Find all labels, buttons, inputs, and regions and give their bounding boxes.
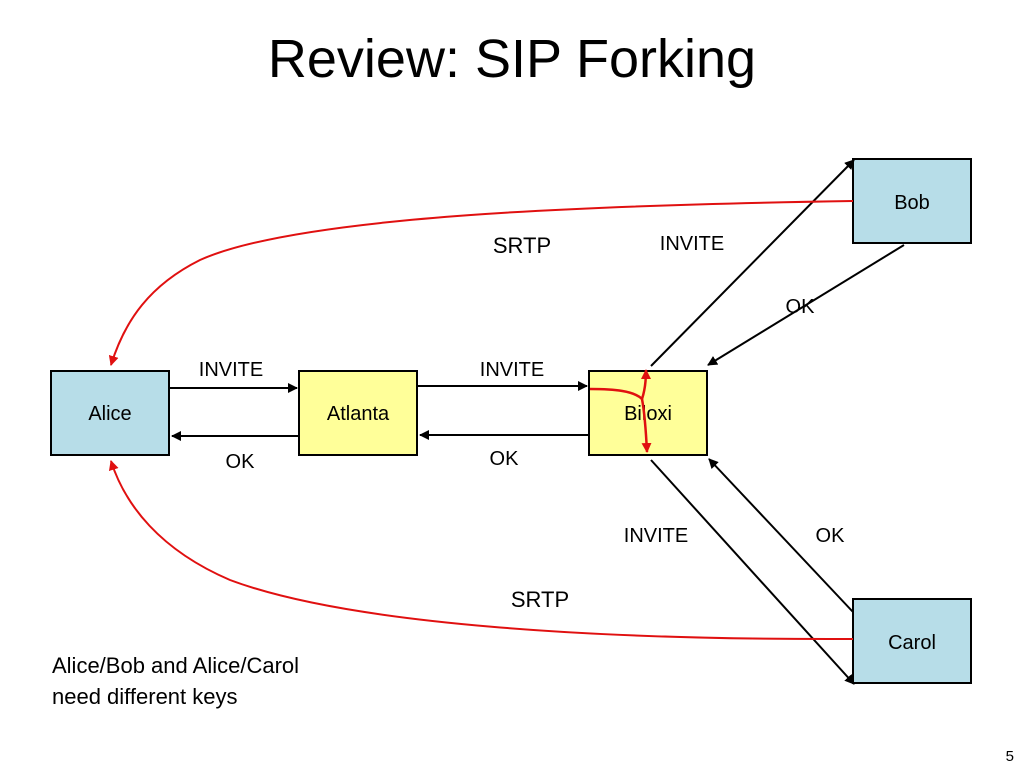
label-biloxi-atlanta-ok: OK	[490, 448, 520, 470]
note-text: Alice/Bob and Alice/Carol need different…	[52, 650, 299, 712]
node-atlanta: Atlanta	[298, 370, 418, 456]
page-number: 5	[1005, 748, 1014, 765]
node-biloxi: Biloxi	[588, 370, 708, 456]
label-carol-biloxi-ok: OK	[816, 525, 846, 547]
srtp-path-bob-alice	[108, 200, 854, 366]
node-alice-label: Alice	[88, 403, 131, 425]
note-line-2: need different keys	[52, 684, 238, 709]
node-carol: Carol	[852, 598, 972, 684]
arrow-bob-biloxi-ok	[707, 244, 905, 366]
note-line-1: Alice/Bob and Alice/Carol	[52, 653, 300, 678]
label-biloxi-bob-invite: INVITE	[660, 233, 724, 255]
label-atlanta-alice-ok: OK	[226, 451, 256, 473]
label-biloxi-carol-invite: INVITE	[624, 525, 688, 547]
node-atlanta-label: Atlanta	[327, 403, 390, 425]
label-bob-biloxi-ok: OK	[786, 296, 816, 318]
slide-title: Review: SIP Forking	[267, 29, 757, 89]
arrow-carol-biloxi-ok	[708, 458, 854, 613]
node-alice: Alice	[50, 370, 170, 456]
label-srtp-carol-alice: SRTP	[511, 587, 569, 612]
arrow-biloxi-carol-invite	[650, 459, 855, 685]
node-biloxi-label: Biloxi	[624, 403, 672, 425]
srtp-path-carol-alice	[108, 460, 854, 641]
fork-indicator	[589, 369, 652, 453]
node-bob-label: Bob	[894, 192, 930, 214]
node-carol-label: Carol	[888, 632, 936, 654]
label-srtp-bob-alice: SRTP	[493, 233, 551, 258]
label-atlanta-biloxi-invite: INVITE	[480, 359, 544, 381]
node-bob: Bob	[852, 158, 972, 244]
label-alice-atlanta-invite: INVITE	[199, 359, 263, 381]
arrow-biloxi-bob-invite	[650, 159, 855, 367]
